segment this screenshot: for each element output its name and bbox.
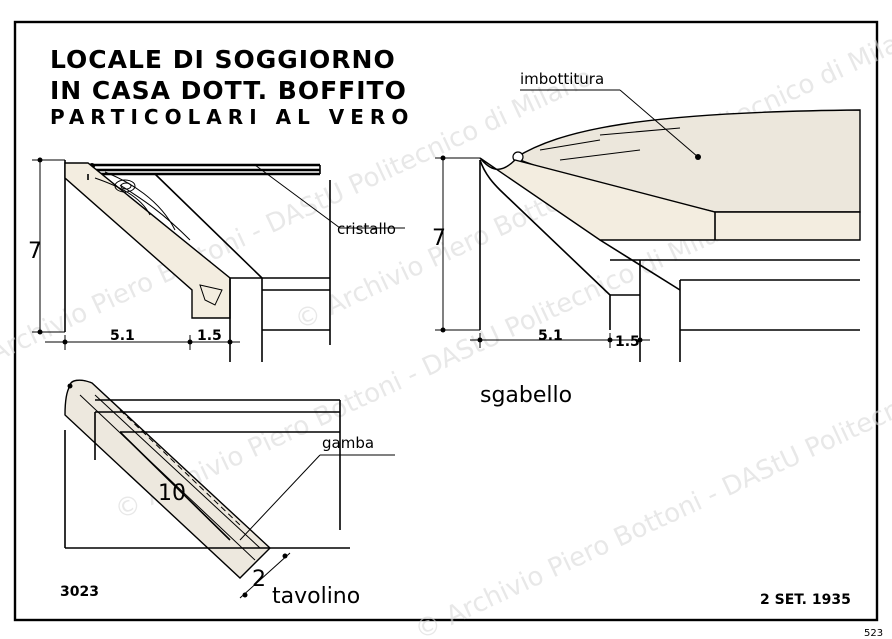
detail-cristallo: 7 cristallo (28, 157, 405, 362)
title-block: LOCALE DI SOGGIORNO IN CASA DOTT. BOFFIT… (50, 45, 414, 129)
title-line-2: IN CASA DOTT. BOFFITO (50, 76, 407, 105)
label-imbottitura: imbottitura (520, 70, 604, 88)
sheet-border (13, 20, 879, 622)
title-line-1: LOCALE DI SOGGIORNO (50, 45, 396, 74)
drawing-number: 3023 (60, 584, 99, 600)
drawing-date: 2 SET. 1935 (760, 592, 851, 608)
dim-width-2b: 1.5 (615, 334, 640, 350)
dim-width-1a: 5.1 (110, 328, 135, 344)
title-line-3: PARTICOLARI AL VERO (50, 105, 414, 129)
dim-length-3: 10 (158, 481, 186, 506)
page-number: 523 (864, 628, 883, 639)
label-tavolino: tavolino (272, 584, 360, 609)
dim-height-2: 7 (432, 226, 446, 251)
dim-width-2a: 5.1 (538, 328, 563, 344)
label-gamba: gamba (322, 434, 374, 452)
dim-width-3: 2 (252, 567, 266, 592)
detail-tavolino: 10 gamba 2 tavolino (64, 379, 395, 609)
dim-height-1: 7 (28, 239, 42, 264)
label-cristallo: cristallo (337, 220, 396, 238)
detail-sgabello: 7 imbottitura 5.1 1.5 sgabello (432, 70, 861, 408)
label-sgabello: sgabello (480, 383, 572, 408)
dim-width-1b: 1.5 (197, 328, 222, 344)
